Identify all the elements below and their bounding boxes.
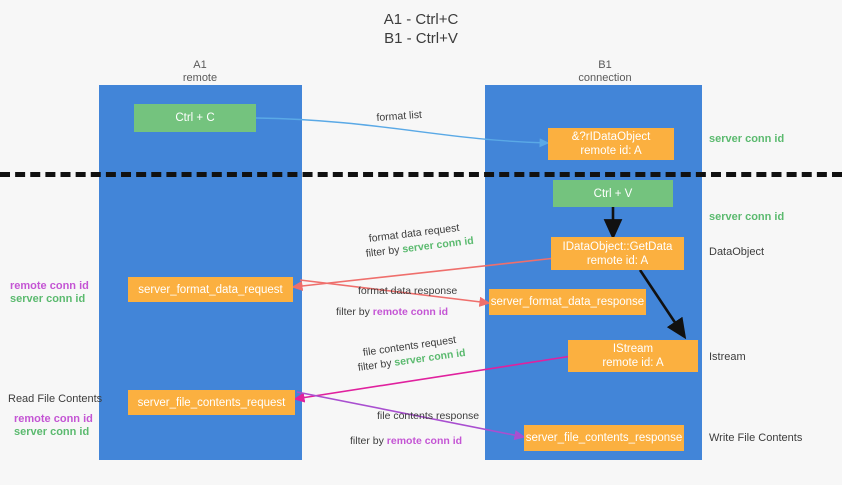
right-label-server-conn-id-2: server conn id [709, 211, 785, 223]
left-label-remote-conn-id-2: remote conn id [14, 413, 93, 425]
node-istream[interactable]: IStream remote id: A [568, 340, 698, 372]
left-label-server-conn-id-2: server conn id [14, 426, 90, 438]
column-header-a1-sub: remote [182, 72, 218, 84]
node-idataobject-getdata[interactable]: IDataObject::GetData remote id: A [551, 237, 684, 270]
arrow-file-contents-request [293, 355, 573, 403]
right-label-dataobject: DataObject [709, 246, 765, 258]
column-header-b1-name: B1 [598, 59, 612, 71]
arrow-label-file-contents-response: file contents response [377, 410, 480, 422]
column-header-b1-sub: connection [578, 72, 632, 84]
node-server-file-contents-response[interactable]: server_file_contents_response [524, 425, 684, 451]
filter-value-4: remote conn id [386, 435, 463, 447]
right-label-server-conn-id-1: server conn id [709, 133, 785, 145]
arrow-format-data-request [291, 257, 557, 292]
arrow-label-filter-2: filter by remote conn id [336, 305, 448, 319]
arrow-label-filter-4: filter by remote conn id [350, 434, 462, 448]
node-server-file-contents-response-label: server_file_contents_response [525, 432, 683, 444]
left-label-remote-conn-id-1: remote conn id [10, 280, 89, 292]
left-label-server-conn-id-1: server conn id [10, 293, 86, 305]
phase-divider [0, 172, 842, 177]
node-server-format-data-request-label: server_format_data_request [138, 283, 283, 296]
filter-prefix-2: filter by [336, 306, 373, 318]
diagram-title: A1 - Ctrl+C B1 - Ctrl+V [0, 10, 842, 48]
node-idataobject-getdata-title: IDataObject::GetData [562, 240, 673, 253]
node-server-file-contents-request-label: server_file_contents_request [137, 396, 286, 409]
arrow-label-format-data-response: format data response [358, 285, 458, 297]
filter-value-2: remote conn id [372, 306, 449, 318]
node-istream-sub: remote id: A [602, 357, 664, 369]
arrow-file-contents-response [296, 391, 526, 441]
node-ctrl-c[interactable]: Ctrl + C [134, 104, 256, 132]
left-label-read-file-contents: Read File Contents [8, 393, 103, 405]
node-server-format-data-request[interactable]: server_format_data_request [128, 277, 293, 302]
node-server-file-contents-request[interactable]: server_file_contents_request [128, 390, 295, 415]
right-label-write-file-contents: Write File Contents [709, 432, 803, 444]
node-idataobject-sub: remote id: A [580, 145, 642, 157]
arrow-getdata-to-istream [638, 269, 687, 340]
node-ctrl-v-label: Ctrl + V [593, 187, 633, 200]
node-server-format-data-response[interactable]: server_format_data_response [489, 289, 646, 315]
node-idataobject-title: &?rIDataObject [571, 131, 651, 143]
node-server-format-data-response-label: server_format_data_response [490, 296, 645, 308]
filter-prefix-4: filter by [350, 435, 387, 447]
column-header-a1-name: A1 [193, 59, 207, 71]
node-ctrl-v[interactable]: Ctrl + V [553, 180, 673, 207]
column-header-b1: B1 connection [540, 59, 670, 85]
right-label-istream: Istream [709, 351, 746, 363]
title-line-1: A1 - Ctrl+C [383, 11, 459, 28]
column-header-a1: A1 remote [140, 59, 260, 85]
arrow-format-list [255, 117, 550, 148]
node-idataobject-getdata-sub: remote id: A [586, 254, 649, 267]
title-line-2: B1 - Ctrl+V [384, 30, 458, 47]
node-istream-title: IStream [612, 343, 654, 355]
node-ctrl-c-label: Ctrl + C [175, 112, 215, 124]
node-idataobject[interactable]: &?rIDataObject remote id: A [548, 128, 674, 160]
arrow-format-data-response [299, 279, 491, 307]
